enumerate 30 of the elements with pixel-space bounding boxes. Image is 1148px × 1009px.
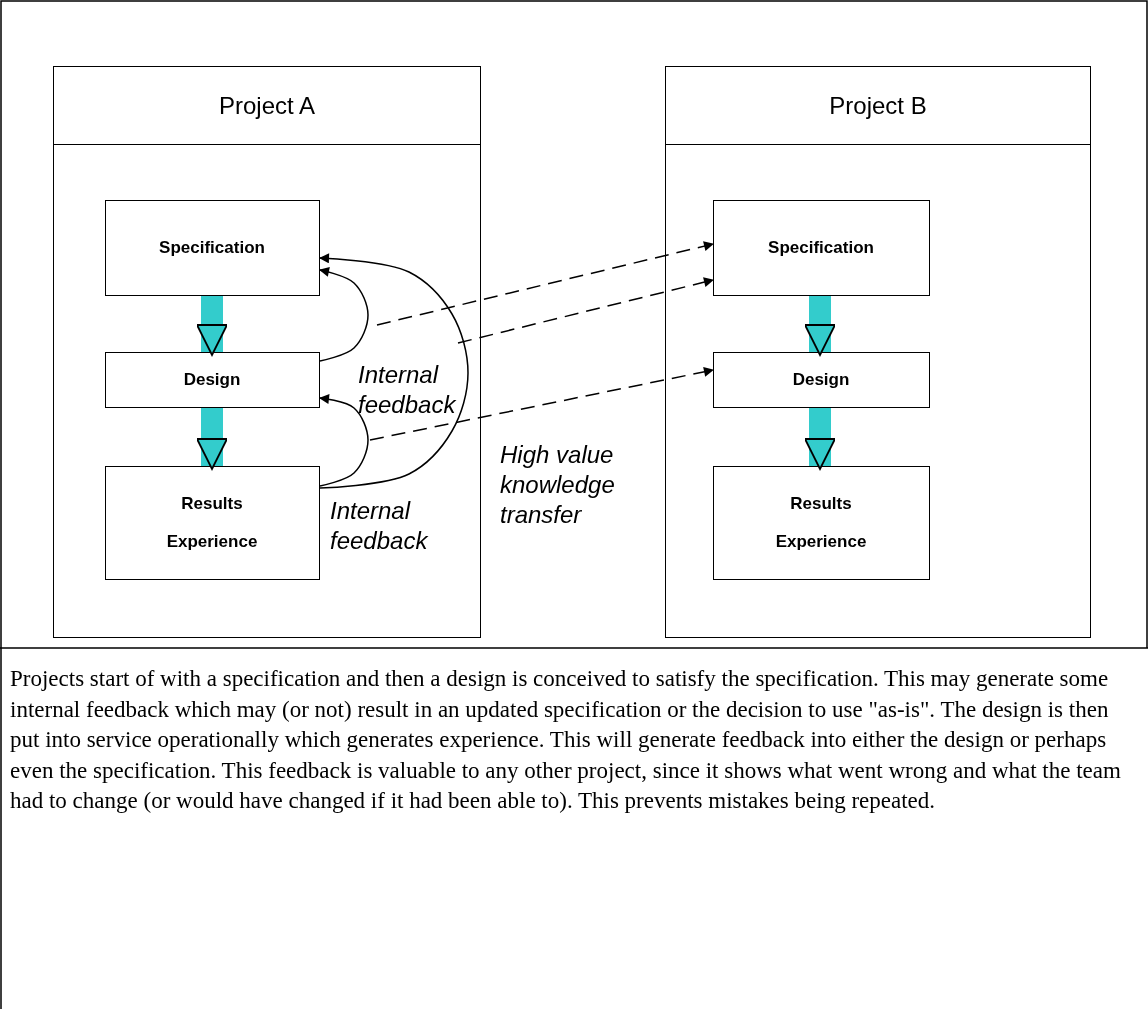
block-arrow — [196, 296, 228, 356]
block-arrow — [804, 296, 836, 356]
box-label: Results Experience — [774, 492, 868, 553]
block-arrow — [196, 408, 228, 470]
process-box — [104, 199, 320, 296]
annotation-text: Internal feedback — [330, 496, 429, 556]
block-arrow — [804, 408, 836, 470]
process-box — [712, 465, 930, 580]
process-box — [712, 351, 930, 408]
process-box — [104, 465, 320, 580]
dashed-arrow — [376, 241, 714, 326]
box-label: Design — [183, 368, 241, 391]
panel-title: Project B — [829, 91, 927, 120]
process-box — [712, 199, 930, 296]
project-panel — [53, 66, 481, 638]
dashed-arrow — [457, 277, 714, 344]
process-box — [104, 351, 320, 408]
curved-arrow — [319, 394, 369, 487]
annotation-text: High value knowledge transfer — [500, 440, 616, 530]
dashed-arrow — [369, 366, 714, 441]
curved-arrow — [319, 253, 469, 489]
box-label: Design — [792, 368, 850, 391]
curved-arrow — [319, 267, 369, 362]
project-panel — [665, 66, 1091, 638]
box-label: Specification — [768, 236, 874, 259]
box-label: Results Experience — [165, 492, 259, 553]
caption: Projects start of with a specification and then a design is conceived to satisfy the specification. This may generate some internal feedback which may (or not) result in an updated specification or the decision to use "as-is". The design is then put into service operationally which generates experience. This will generate feedback into either the design or perhaps even the specification. This feedback is valuable to any other project, since it shows what went wrong and what the team had to change (or would have changed if it had been able to). This prevents mistakes being repeated. — [10, 665, 1122, 815]
box-label: Specification — [159, 236, 265, 259]
annotation-text: Internal feedback — [358, 360, 457, 420]
panel-title: Project A — [218, 91, 315, 120]
